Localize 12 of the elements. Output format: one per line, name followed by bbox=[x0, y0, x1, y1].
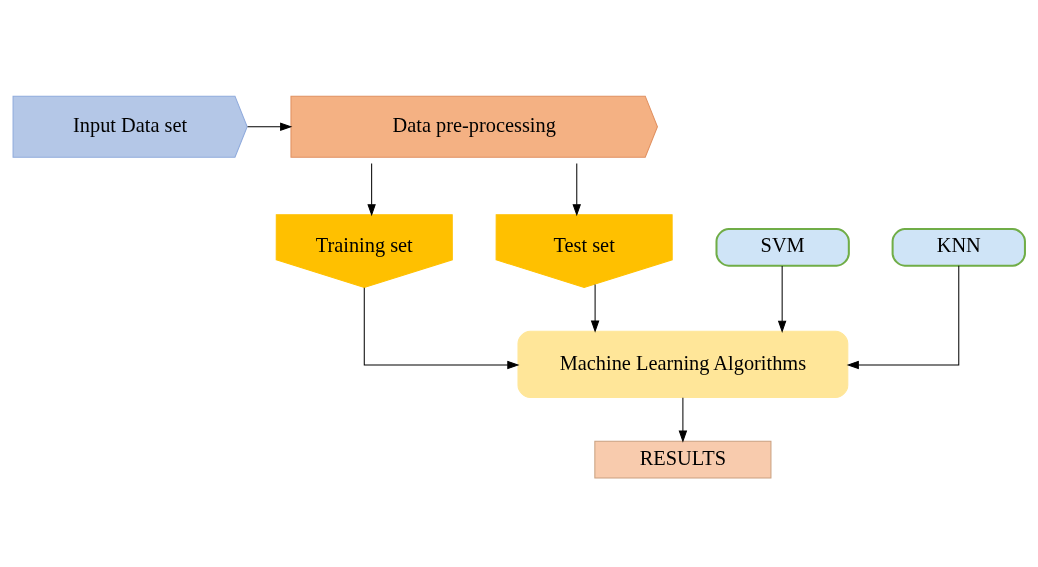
node-box: KNN bbox=[891, 227, 1026, 267]
arrow bbox=[777, 264, 787, 333]
arrow bbox=[572, 162, 582, 216]
node-box: SVM bbox=[715, 227, 850, 267]
node-box: Machine Learning Algorithms bbox=[517, 330, 849, 398]
arrow bbox=[367, 162, 376, 216]
node-box: RESULTS bbox=[594, 440, 772, 478]
arrow bbox=[247, 121, 293, 131]
arrow bbox=[590, 283, 600, 333]
arrow bbox=[846, 264, 960, 369]
arrow bbox=[678, 396, 688, 443]
arrow bbox=[363, 286, 520, 369]
